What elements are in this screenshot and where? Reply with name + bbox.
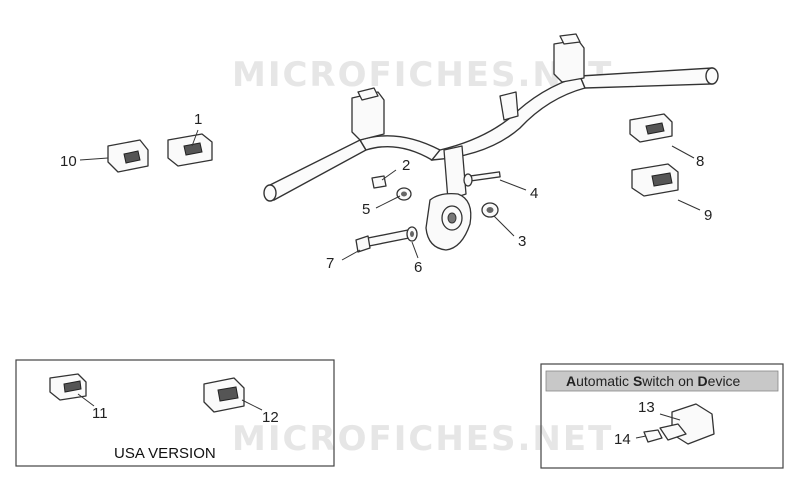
part-2-clip: [371, 175, 387, 189]
part-10-switch: [107, 139, 149, 173]
callout-10: 10: [60, 153, 77, 170]
callout-3: 3: [518, 233, 526, 250]
handlebar-tube: [263, 67, 719, 202]
part-3-bushing: [481, 202, 499, 218]
part-14-clip: [643, 429, 663, 443]
watermark-bottom: MICROFICHES.NET: [232, 419, 613, 459]
part-12-switch: [203, 377, 245, 413]
part-1-switch: [167, 133, 213, 167]
part-13-switch-body: [659, 403, 715, 445]
right-clamp: [553, 33, 585, 83]
center-stem: [425, 91, 519, 251]
leader-lines: [79, 129, 701, 261]
usa-version-box: 11 12 USA VERSION: [15, 359, 335, 467]
callout-4: 4: [530, 185, 538, 202]
callout-6: 6: [414, 259, 422, 276]
callout-9: 9: [704, 207, 712, 224]
callout-5: 5: [362, 201, 370, 218]
part-4-screw: [463, 171, 501, 187]
part-7-bolt: [355, 229, 410, 253]
callout-8: 8: [696, 153, 704, 170]
left-clamp: [351, 87, 385, 141]
part-11-switch: [49, 373, 87, 401]
part-8-switch: [629, 113, 673, 143]
part-5-nut: [396, 187, 412, 201]
auto-switch-title: Automatic Switch on Device: [566, 373, 741, 389]
callout-1: 1: [194, 111, 202, 128]
part-6-washer: [406, 226, 418, 242]
callout-7: 7: [326, 255, 334, 272]
callout-2: 2: [402, 157, 410, 174]
callout-12: 12: [262, 409, 279, 426]
watermark-top: MICROFICHES.NET: [232, 55, 613, 95]
callout-11: 11: [92, 405, 108, 422]
usa-version-title: USA VERSION: [114, 445, 216, 462]
callout-13: 13: [638, 399, 655, 416]
auto-switch-box: Automatic Switch on Device 13 14: [540, 363, 784, 469]
part-9-switch: [631, 163, 679, 197]
callout-14: 14: [614, 431, 631, 448]
